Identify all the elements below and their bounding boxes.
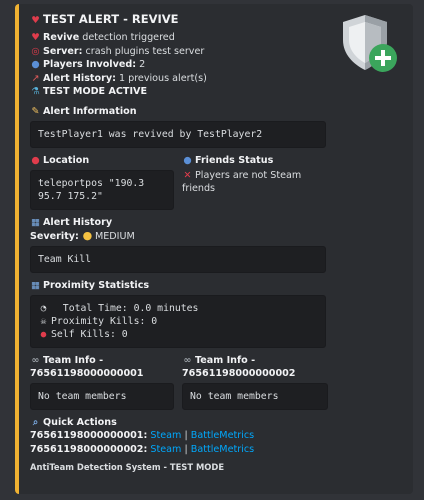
red-circle-icon: ●: [40, 329, 47, 340]
proximity-value: ◔ Total Time: 0.0 minutes ☠Proximity Kil…: [30, 295, 326, 348]
users-icon: ●: [183, 154, 192, 166]
stopwatch-icon: ◔: [40, 303, 47, 314]
bar-chart-icon: ▦: [31, 216, 40, 228]
steam-link-2[interactable]: Steam: [150, 443, 182, 455]
embed-title: ♥TEST ALERT - REVIVE: [31, 12, 179, 26]
location-friends-row: ●Location teleportpos "190.3 95.7 175.2"…: [30, 154, 401, 210]
alert-embed: ♥TEST ALERT - REVIVE ♥Revive detection t…: [15, 4, 413, 494]
team-info-2-value: No team members: [182, 383, 328, 410]
link-icon: ∞: [31, 355, 40, 366]
field-friends-status: ●Friends Status ✕Players are not Steam f…: [182, 154, 302, 195]
location-value: teleportpos "190.3 95.7 175.2": [30, 169, 174, 210]
field-alert-information: ✎Alert Information TestPlayer1 was reviv…: [30, 105, 401, 148]
embed-footer: AntiTeam Detection System - TEST MODE: [30, 462, 225, 472]
field-proximity-statistics: ▦Proximity Statistics ◔ Total Time: 0.0 …: [30, 279, 401, 348]
cross-icon: ✕: [183, 169, 192, 181]
magnifier-icon: ⌕: [32, 417, 39, 428]
severity-label: Severity:: [30, 230, 79, 242]
bar-chart-icon: ▦: [31, 280, 40, 291]
field-team-info-2: ∞Team Info - 76561198000000002 No team m…: [182, 354, 328, 410]
alert-history-value: Team Kill: [30, 246, 326, 273]
chart-up-icon: ↗: [31, 72, 40, 84]
link-icon: ∞: [183, 355, 192, 366]
heart-icon: ♥: [31, 32, 40, 43]
team-info-1-value: No team members: [30, 383, 174, 410]
field-quick-actions: ⌕Quick Actions 76561198000000001: Steam …: [30, 417, 255, 455]
team-info-row: ∞Team Info - 76561198000000001 No team m…: [30, 354, 401, 410]
friends-status-value: Players are not Steam friends: [182, 169, 302, 195]
memo-icon: ✎: [31, 105, 40, 117]
skull-icon: ☠: [40, 316, 47, 327]
steam-link-1[interactable]: Steam: [150, 430, 182, 441]
severity-value: MEDIUM: [94, 230, 135, 242]
field-alert-history: ▦Alert History Severity: ●MEDIUM Team Ki…: [30, 216, 401, 273]
test-tube-icon: ⚗: [31, 86, 40, 97]
field-team-info-1: ∞Team Info - 76561198000000001 No team m…: [30, 354, 174, 410]
field-location: ●Location teleportpos "190.3 95.7 175.2": [30, 154, 174, 210]
heart-icon: ♥: [31, 15, 40, 26]
users-icon: ●: [31, 59, 40, 70]
embed-description: ♥Revive detection triggered ◎Server: cra…: [31, 32, 207, 97]
shield-plus-icon: [343, 15, 397, 72]
alert-information-value: TestPlayer1 was revived by TestPlayer2: [30, 120, 326, 148]
battlemetrics-link-2[interactable]: BattleMetrics: [190, 443, 255, 455]
battlemetrics-link-1[interactable]: BattleMetrics: [190, 430, 255, 441]
yellow-circle-icon: ●: [82, 228, 93, 242]
pin-icon: ●: [31, 154, 40, 166]
target-icon: ◎: [31, 45, 40, 57]
